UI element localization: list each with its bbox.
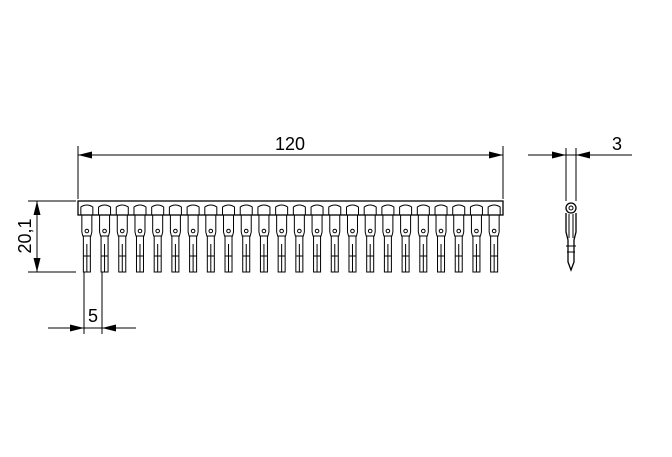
comb-pin (416, 204, 430, 273)
pin-cap (328, 204, 342, 215)
comb-pin (345, 204, 359, 273)
pin-cap (345, 204, 359, 215)
comb-side-view (565, 202, 577, 272)
pin-hole (297, 228, 302, 234)
comb-pin (133, 204, 147, 273)
comb-pin (381, 204, 395, 273)
pin-hole (208, 228, 214, 234)
dimension-length: 120 (77, 134, 504, 199)
pin-hole (155, 228, 160, 234)
comb-pin (328, 204, 342, 273)
pin-hole (243, 228, 249, 234)
comb-pins (80, 204, 501, 273)
pin-cap (292, 204, 306, 215)
pin-cap (222, 204, 236, 215)
pitch-value: 5 (88, 306, 98, 326)
comb-pin (168, 204, 182, 273)
comb-pin (151, 204, 165, 273)
pin-hole (226, 228, 231, 234)
comb-bar (77, 200, 504, 216)
side-view-hole (568, 205, 574, 211)
comb-pin (310, 204, 324, 273)
comb-pin (487, 204, 501, 273)
comb-pin (186, 204, 200, 273)
comb-pin (222, 204, 236, 273)
pin-cap (487, 204, 501, 215)
pin-cap (452, 204, 466, 215)
comb-pin (98, 204, 112, 273)
pin-cap (381, 204, 395, 215)
comb-pin (292, 204, 306, 273)
pin-cap (310, 204, 324, 215)
length-arrow-left (78, 151, 92, 159)
pin-cap (133, 204, 147, 215)
pin-cap (98, 204, 112, 215)
comb-pin (204, 204, 218, 273)
side-view-head (565, 202, 577, 214)
pin-hole (119, 228, 125, 234)
pin-hole (173, 228, 178, 234)
pin-cap (257, 204, 271, 215)
thickness-arrow-right (576, 151, 590, 159)
pin-cap (239, 204, 253, 215)
pin-cap (204, 204, 218, 215)
pin-hole (279, 228, 284, 234)
pin-hole (491, 228, 497, 234)
pin-hole (350, 228, 355, 234)
pin-hole (385, 228, 391, 234)
pin-hole (474, 228, 479, 234)
comb-pin (469, 204, 483, 273)
pin-hole (438, 228, 444, 234)
dimension-height: 20,1 (15, 200, 76, 273)
pin-cap (399, 204, 413, 215)
pitch-arrow-left (70, 324, 84, 332)
pin-cap (151, 204, 165, 215)
pin-cap (275, 204, 289, 215)
pin-cap (363, 204, 377, 215)
comb-front-view (77, 200, 504, 273)
height-arrow-top (33, 201, 41, 215)
pin-cap (469, 204, 483, 215)
pin-hole (84, 228, 90, 234)
comb-pin (452, 204, 466, 273)
length-value: 120 (275, 134, 305, 154)
side-view-body (565, 213, 577, 272)
thickness-value: 3 (612, 134, 622, 154)
pin-hole (367, 228, 373, 234)
comb-pin (115, 204, 129, 273)
pin-hole (137, 228, 143, 234)
pitch-arrow-right (102, 324, 116, 332)
pin-hole (314, 228, 320, 234)
side-view-blade-detail (566, 214, 576, 253)
dimension-pitch: 5 (48, 272, 136, 334)
pin-hole (261, 228, 267, 234)
comb-pin (257, 204, 271, 273)
pin-hole (403, 228, 408, 234)
comb-pin (239, 204, 253, 273)
pin-cap (80, 204, 94, 215)
comb-pin (399, 204, 413, 273)
pin-cap (186, 204, 200, 215)
comb-pin (275, 204, 289, 273)
dimension-thickness: 3 (528, 134, 632, 201)
pin-hole (332, 228, 338, 234)
thickness-arrow-left (552, 151, 566, 159)
pin-cap (434, 204, 448, 215)
height-value: 20,1 (15, 218, 35, 253)
pin-hole (421, 228, 426, 234)
pin-hole (102, 228, 107, 234)
comb-pin (363, 204, 377, 273)
pin-cap (168, 204, 182, 215)
comb-pin (80, 204, 94, 273)
comb-pin (434, 204, 448, 273)
pin-hole (456, 228, 462, 234)
height-arrow-bottom (33, 258, 41, 272)
pin-cap (416, 204, 430, 215)
length-arrow-right (489, 151, 503, 159)
pin-hole (190, 228, 196, 234)
pin-cap (115, 204, 129, 215)
